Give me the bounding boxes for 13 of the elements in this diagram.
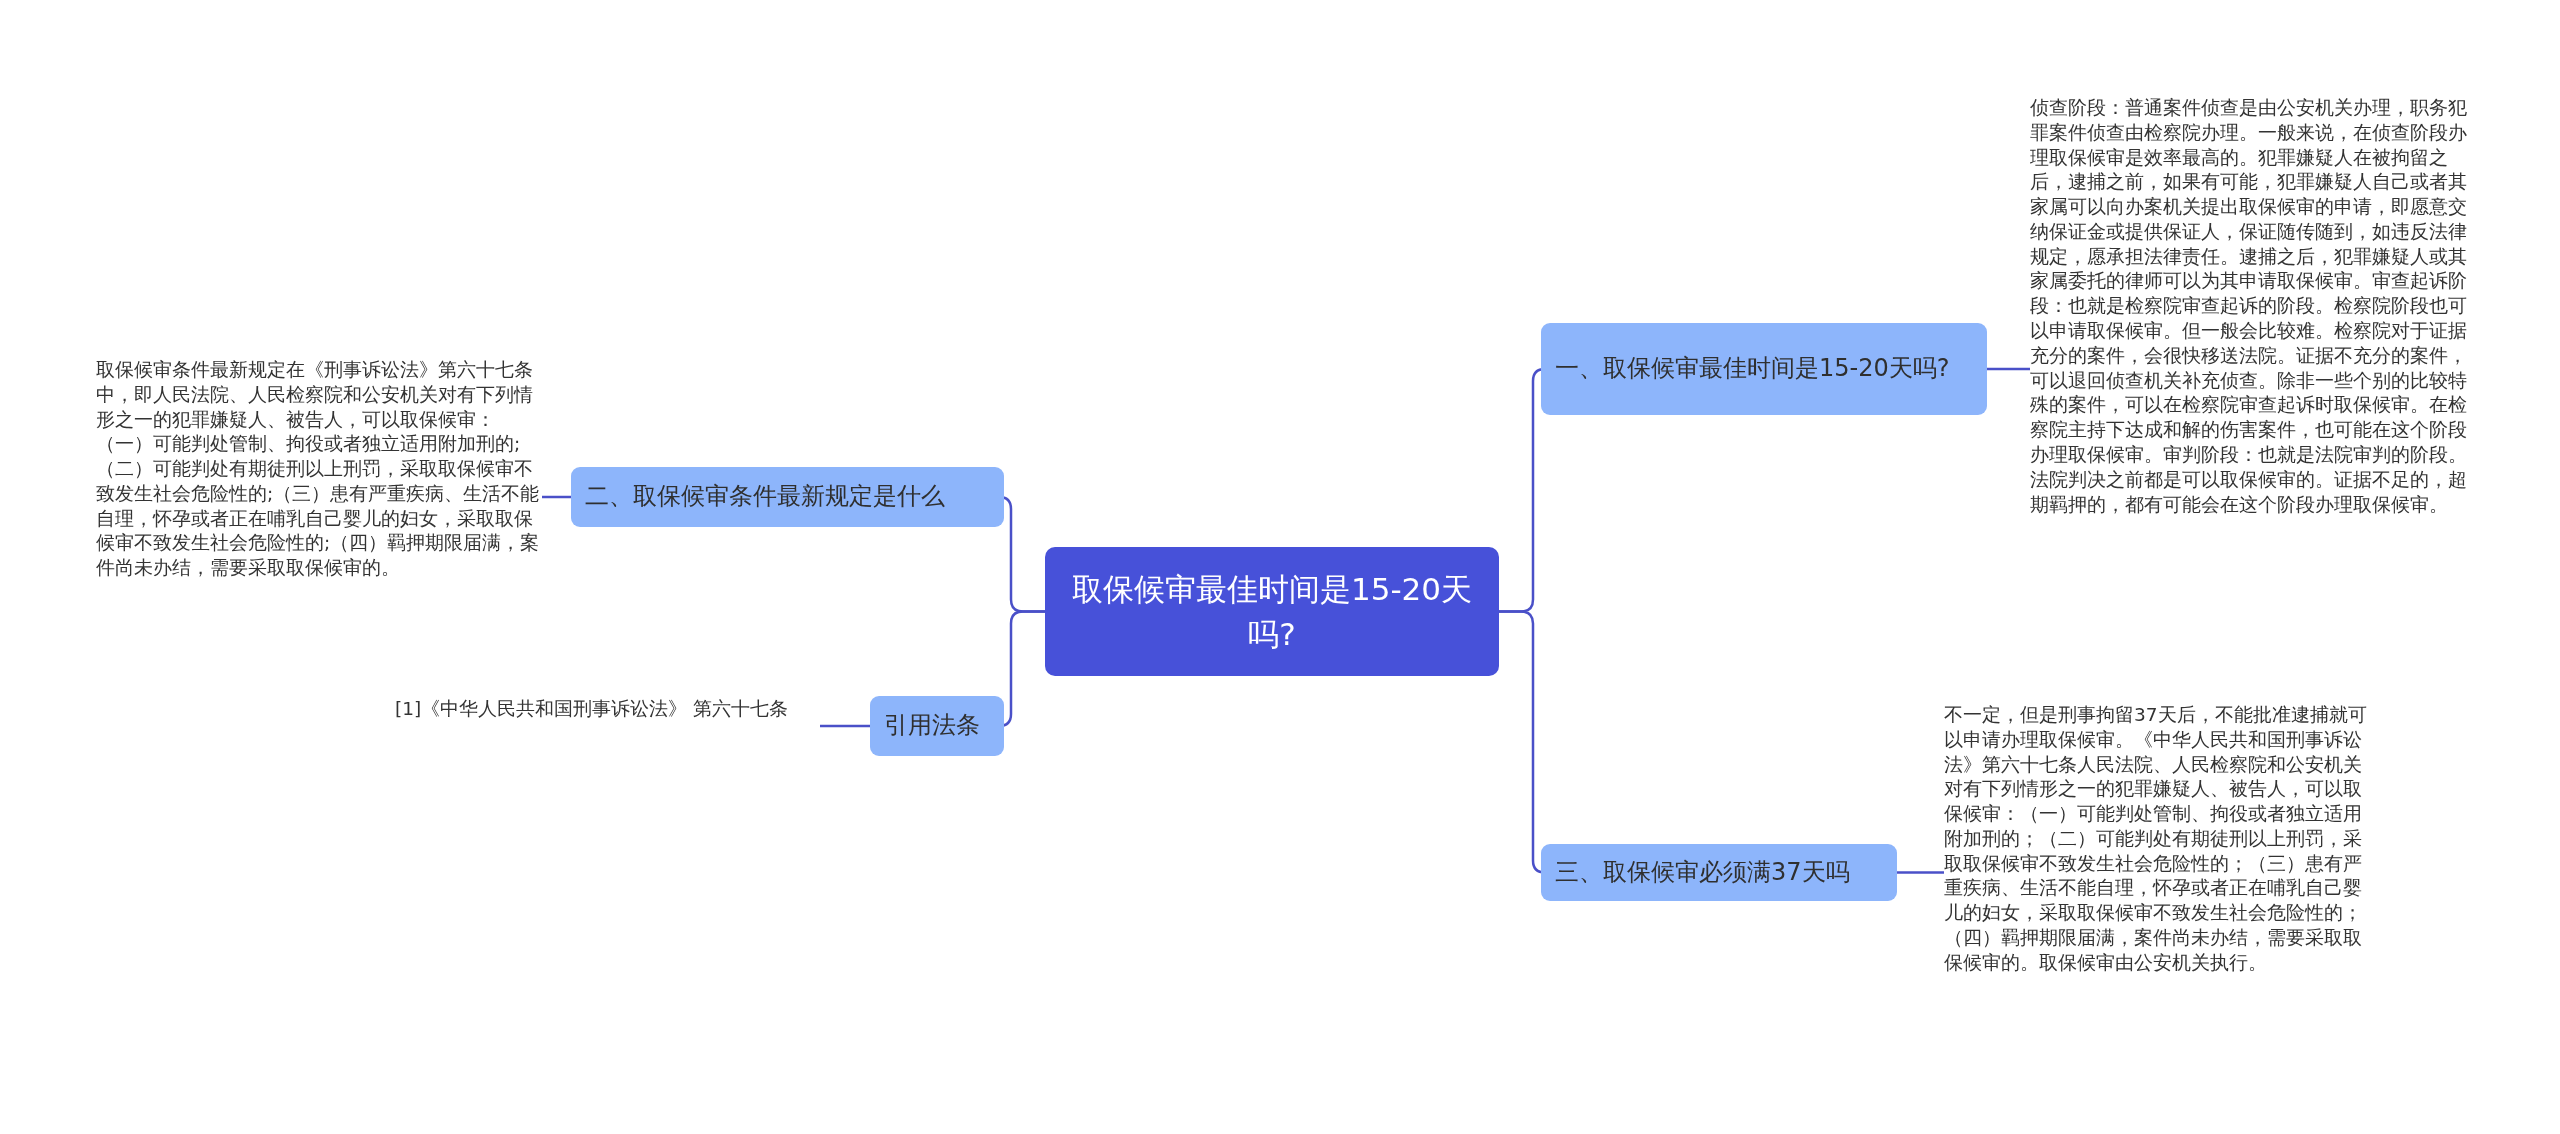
note-text: 取保候审条件最新规定在《刑事诉讼法》第六十七条中，即人民法院、人民检察院和公安机关对有下列情形之一的犯罪嫌疑人、被告人，可以取保候审：（一）可能判处管制、拘役或者独立适用附加刑的;（二）可能判处有期徒刑以上刑罚，采取取保候审不致发生社会危险性的;（三）患有严重疾病、生活不能自理，怀孕或者正在哺乳自己婴儿的妇女，采取取保候审不致发生社会危险性的;（四）羁押期限届满，案件尚未办结，需要采取取保候审的。 xyxy=(96,358,542,640)
note-text: [1]《中华人民共和国刑事诉讼法》 第六十七条 xyxy=(395,697,820,757)
connector-line xyxy=(820,724,870,728)
topic-box: 一、取保候审最佳时间是15-20天吗? xyxy=(1541,323,1987,415)
connector-line xyxy=(1897,871,1944,874)
note-text: 不一定，但是刑事拘留37天后，不能批准逮捕就可以申请办理取保候审。《中华人民共和国刑事诉讼法》第六十七条人民法院、人民检察院和公安机关对有下列情形之一的犯罪嫌疑人、被告人，可以取保候审：（一）可能判处管制、拘役或者独立适用附加刑的；（二）可能判处有期徒刑以上刑罚，采取取保候审不致发生社会危险性的；（三）患有严重疾病、生活不能自理，怀孕或者正在哺乳自己婴儿的妇女，采取取保候审不致发生社会危险性的；（四）羁押期限届满，案件尚未办结，需要采取取保候审的。取保候审由公安机关执行。 xyxy=(1944,703,2380,1039)
topic-box: 引用法条 xyxy=(870,696,1004,756)
connector-line xyxy=(1987,367,2030,371)
topic-box: 二、取保候审条件最新规定是什么 xyxy=(571,467,1004,527)
topic-box: 三、取保候审必须满37天吗 xyxy=(1541,844,1897,901)
connector-line xyxy=(542,495,571,499)
central-topic: 取保候审最佳时间是15-20天吗? xyxy=(1045,547,1499,676)
note-text: 侦查阶段：普通案件侦查是由公安机关办理，职务犯罪案件侦查由检察院办理。一般来说，在侦查阶段办理取保候审是效率最高的。犯罪嫌疑人在被拘留之后，逮捕之前，如果有可能，犯罪嫌疑人自己或者其家属可以向办案机关提出取保候审的申请，即愿意交纳保证金或提供保证人，保证随传随到，如违反法律规定，愿承担法律责任。逮捕之后，犯罪嫌疑人或其家属委托的律师可以为其申请取保候审。审查起诉阶段：也就是检察院审查起诉的阶段。检察院阶段也可以申请取保候审。但一般会比较难。检察院对于证据充分的案件，会很快移送法院。证据不充分的案件，可以退回侦查机关补充侦查。除非一些个别的比较特殊的案件，可以在检察院审查起诉时取保候审。在检察院主持下达成和解的伤害案件，也可能在这个阶段办理取保候审。审判阶段：也就是法院审判的阶段。法院判决之前都是可以取保候审的。证据不足的，超期羁押的，都有可能会在这个阶段办理取保候审。 xyxy=(2030,96,2470,648)
